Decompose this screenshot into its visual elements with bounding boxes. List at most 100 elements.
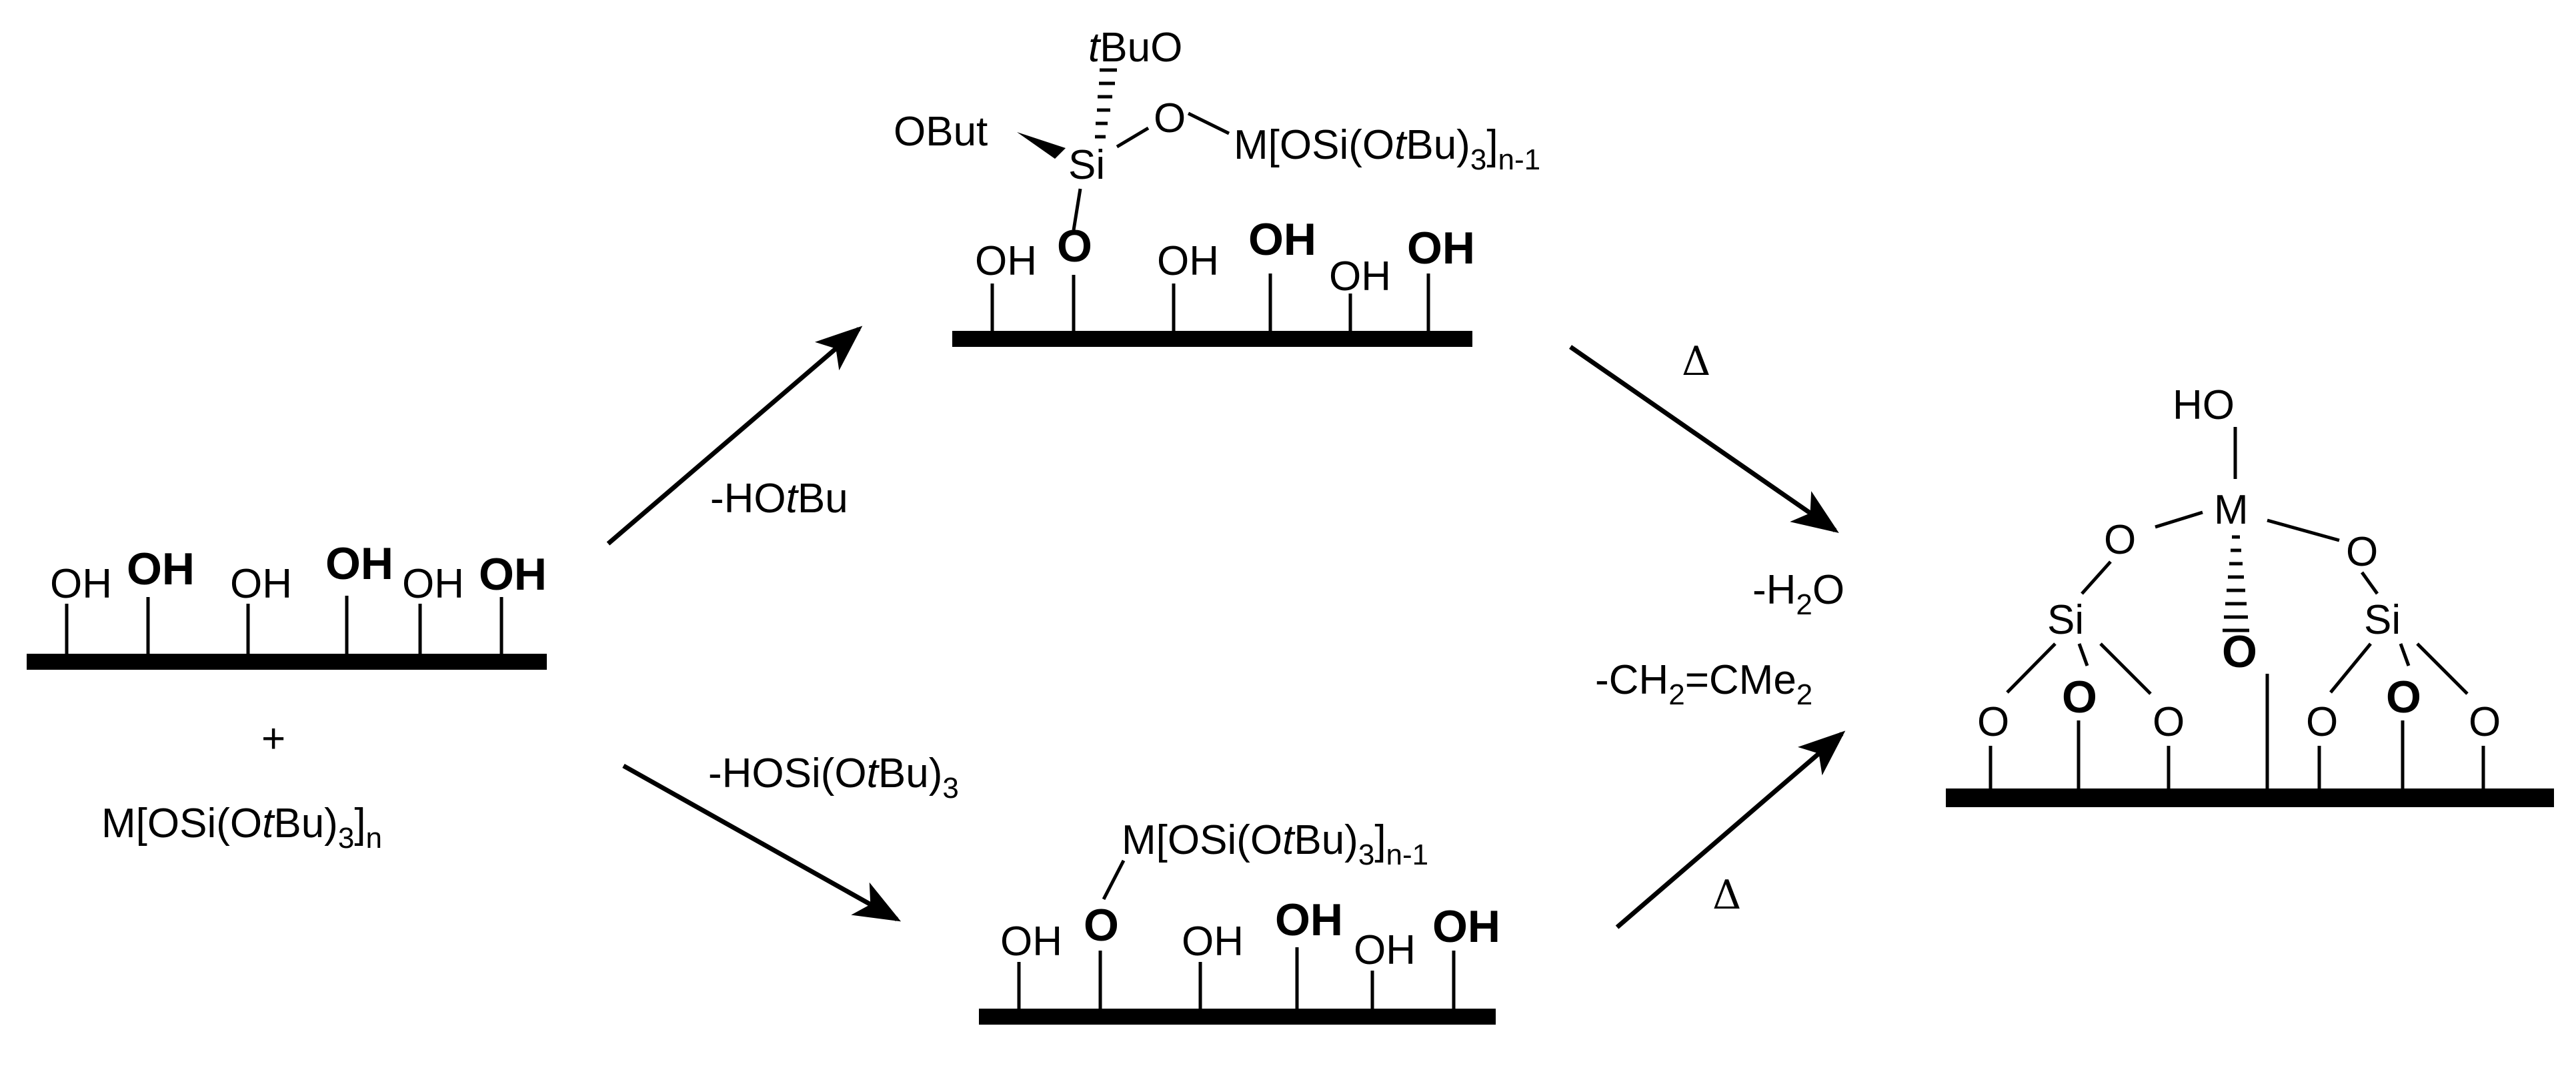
formula-part: t bbox=[1394, 122, 1408, 168]
formula-part: M[OSi(O bbox=[1234, 122, 1394, 168]
bond bbox=[2267, 518, 2340, 542]
siloxy-oxygen: O bbox=[2222, 626, 2257, 677]
bridging-oxygen: O bbox=[2104, 517, 2136, 563]
label-subscript: 3 bbox=[942, 772, 958, 805]
formula-part: t bbox=[1282, 817, 1296, 863]
elimination-label: -H2O bbox=[1752, 567, 1844, 621]
formula-subscript: n-1 bbox=[1498, 143, 1541, 176]
bond bbox=[1102, 859, 1126, 901]
silanol-label-bold: OH bbox=[127, 544, 195, 594]
silicon-atom: Si bbox=[1068, 142, 1105, 188]
bond bbox=[1116, 126, 1150, 149]
bond bbox=[1187, 111, 1230, 135]
label-part: t bbox=[867, 750, 880, 796]
hydroxyl-label: HO bbox=[2173, 382, 2235, 428]
bridging-oxygen: O bbox=[2346, 529, 2378, 575]
formula-part: Bu) bbox=[1294, 817, 1358, 863]
metal-center: M bbox=[2214, 487, 2249, 533]
label-part: Bu bbox=[798, 476, 848, 522]
surface-bar bbox=[27, 654, 547, 670]
arrow-down-right bbox=[622, 763, 902, 922]
silanol-label: OH bbox=[1157, 238, 1219, 284]
label-part: Bu) bbox=[878, 750, 942, 796]
heat-symbol: Δ bbox=[1682, 338, 1710, 385]
label-subscript: 2 bbox=[1796, 588, 1812, 621]
tert-butoxy-label: tBuO bbox=[1088, 25, 1182, 71]
surface-bar bbox=[979, 1009, 1496, 1025]
silanol-label: OH bbox=[1329, 253, 1391, 300]
label-part: t bbox=[786, 476, 800, 522]
hashed-bond bbox=[2223, 535, 2249, 632]
bond bbox=[2399, 643, 2411, 666]
silanol-label-bold: OH bbox=[325, 538, 393, 589]
surface-oxygen: O bbox=[2469, 699, 2501, 745]
label-part: -CH bbox=[1595, 657, 1668, 703]
starting-surface: OH OH OH OH OH OH + M[OSi(OtBu)3]n bbox=[27, 538, 547, 855]
formula-subscript: 3 bbox=[338, 822, 354, 855]
label-subscript: 2 bbox=[1668, 678, 1684, 711]
bond bbox=[2077, 643, 2089, 666]
label-part: -HOSi(O bbox=[708, 750, 867, 796]
bond bbox=[2155, 510, 2203, 529]
surface-oxygen: O bbox=[1977, 699, 2009, 745]
bond bbox=[2081, 560, 2112, 595]
plus-sign: + bbox=[261, 716, 285, 762]
formula-part: Bu) bbox=[273, 800, 337, 847]
surface-bar bbox=[952, 331, 1472, 347]
silanol-label: OH bbox=[230, 561, 292, 607]
bond bbox=[1072, 188, 1082, 231]
silicon-atom: Si bbox=[2364, 597, 2401, 643]
silanol-label: OH bbox=[1182, 919, 1244, 965]
label-part: =CMe bbox=[1685, 657, 1796, 703]
bond bbox=[2360, 571, 2379, 595]
metal-fragment: M[OSi(OtBu)3]n-1 bbox=[1122, 817, 1428, 871]
wedge-bond bbox=[1017, 132, 1066, 159]
silanol-label: OH bbox=[1000, 919, 1062, 965]
surface-oxygen: O bbox=[2153, 699, 2185, 745]
byproduct-label: -HOSi(OtBu)3 bbox=[708, 750, 959, 805]
byproduct-label: -HOtBu bbox=[710, 476, 848, 522]
siloxy-oxygen: O bbox=[1084, 900, 1119, 951]
label-subscript: 2 bbox=[1796, 678, 1812, 711]
formula-part: Bu) bbox=[1406, 122, 1470, 168]
bond bbox=[2416, 642, 2469, 695]
surface-bar bbox=[1946, 788, 2554, 807]
silanol-label-bold: OH bbox=[479, 549, 547, 600]
silanol-label: OH bbox=[50, 561, 112, 607]
bond bbox=[2099, 642, 2152, 695]
silanol-label-bold: OH bbox=[1275, 895, 1343, 945]
formula-subscript: 3 bbox=[1470, 143, 1486, 176]
elimination-label: -CH2=CMe2 bbox=[1595, 657, 1812, 711]
butoxy-label: OBut bbox=[894, 109, 988, 155]
siloxy-oxygen: O bbox=[2386, 672, 2421, 722]
siloxy-oxygen: O bbox=[2062, 672, 2097, 722]
final-product: HO M O O O Si O O O Si bbox=[1946, 382, 2554, 807]
top-intermediate: OH O OH OH OH OH Si OBut tBuO O M[OSi(Ot… bbox=[894, 25, 1540, 347]
svg-text:M[OSi(OtBu)3]n: M[OSi(OtBu)3]n bbox=[101, 800, 382, 855]
bottom-intermediate: OH O OH OH OH OH M[OSi(OtBu)3]n-1 bbox=[979, 817, 1500, 1025]
formula-part: M[OSi(O bbox=[101, 800, 262, 847]
silanol-label-bold: OH bbox=[1407, 223, 1475, 274]
label-part: BuO bbox=[1100, 25, 1182, 71]
silanol-label-bold: OH bbox=[1248, 214, 1316, 265]
bond bbox=[2006, 642, 2057, 694]
formula-part: t bbox=[262, 800, 275, 847]
heat-symbol: Δ bbox=[1712, 872, 1741, 919]
metal-fragment: M[OSi(OtBu)3]n-1 bbox=[1234, 122, 1540, 176]
bond bbox=[2329, 642, 2372, 694]
arrow-bottom-to-product bbox=[1615, 730, 1846, 929]
hashed-bond bbox=[1095, 68, 1117, 139]
arrow-up-right bbox=[606, 326, 863, 546]
formula-part: M[OSi(O bbox=[1122, 817, 1282, 863]
label-part: -H bbox=[1752, 567, 1796, 613]
silicon-atom: Si bbox=[2047, 597, 2084, 643]
bridging-oxygen: O bbox=[1154, 95, 1186, 141]
silanol-label: OH bbox=[975, 238, 1037, 284]
silanol-label: OH bbox=[402, 561, 464, 607]
silanol-label-bold: OH bbox=[1432, 901, 1500, 952]
formula-part: ] bbox=[1374, 817, 1386, 863]
formula-part: ] bbox=[1486, 122, 1498, 168]
surface-oxygen: O bbox=[2306, 699, 2338, 745]
